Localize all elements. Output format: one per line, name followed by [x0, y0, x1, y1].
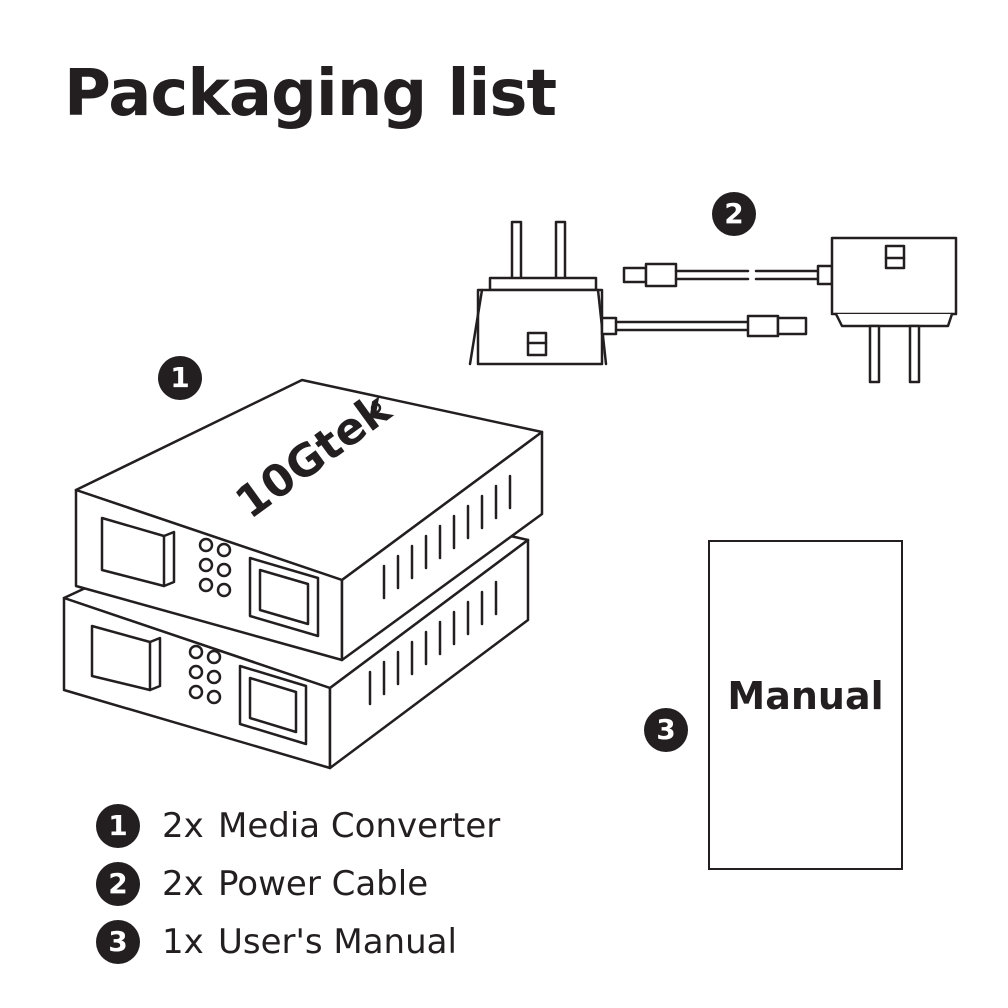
vents-top [382, 474, 512, 600]
media-converter-top: 10Gtek [74, 378, 544, 662]
list-item-qty: 2x [162, 864, 204, 904]
badge-manual: 3 [644, 708, 688, 752]
vents-bottom [368, 580, 498, 706]
list-item-text: 1x User's Manual [162, 916, 457, 968]
power-adapter-right [830, 236, 958, 384]
list-item-number: 3 [96, 920, 140, 964]
list-item-qty: 2x [162, 806, 204, 846]
badge-converter: 1 [158, 356, 202, 400]
list-item-qty: 1x [162, 922, 204, 962]
list-item-number: 1 [96, 804, 140, 848]
list-item-text: 2x Power Cable [162, 858, 428, 910]
list-item-number: 2 [96, 862, 140, 906]
badge-power-cable: 2 [712, 192, 756, 236]
manual-cover-label: Manual [727, 674, 884, 718]
user-manual-booklet: Manual [708, 540, 903, 870]
list-item-name: Power Cable [218, 864, 429, 904]
list-item-text: 2x Media Converter [162, 800, 500, 852]
page-title: Packaging list [64, 57, 557, 131]
power-adapter-left [468, 220, 808, 366]
dc-cable [622, 262, 834, 288]
list-item-name: Media Converter [218, 806, 501, 846]
list-item-name: User's Manual [218, 922, 457, 962]
